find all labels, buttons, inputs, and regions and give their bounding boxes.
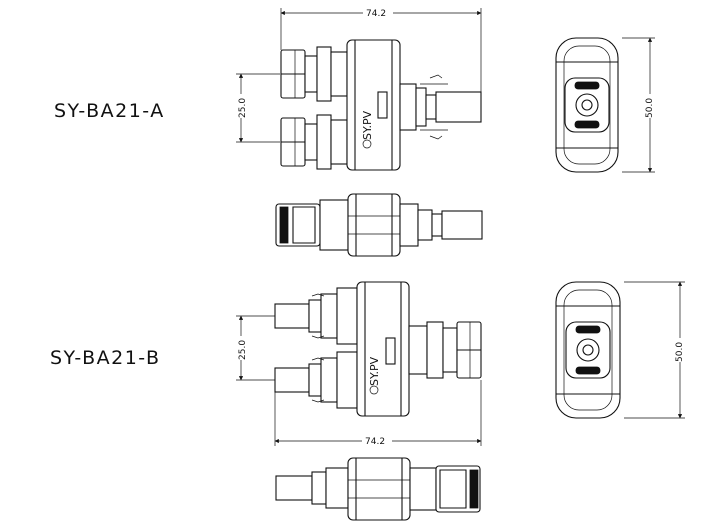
brand-mark-b: SY.PV [368,356,381,386]
model-a-end-view: 50.0 [555,37,655,173]
dim-pitch-b: 25.0 [238,340,248,360]
brand-mark-a: SY.PV [361,110,374,140]
dim-pitch-a: 25.0 [238,98,248,118]
dim-height-a: 50.0 [645,98,655,118]
model-label-a: SY-BA21-A [54,100,165,122]
model-b-top-view: 25.0 74.2 SY.PV [236,281,482,447]
model-a-top-view: 74.2 25.0 SY.PV [236,7,482,171]
dim-length-a: 74.2 [366,9,386,19]
model-b-end-view: 50.0 [555,281,685,419]
dim-height-b: 50.0 [675,342,685,362]
model-label-b: SY-BA21-B [50,347,161,369]
model-b-side-view [275,457,481,521]
model-a-side-view [275,193,483,257]
dim-length-b: 74.2 [365,437,385,447]
